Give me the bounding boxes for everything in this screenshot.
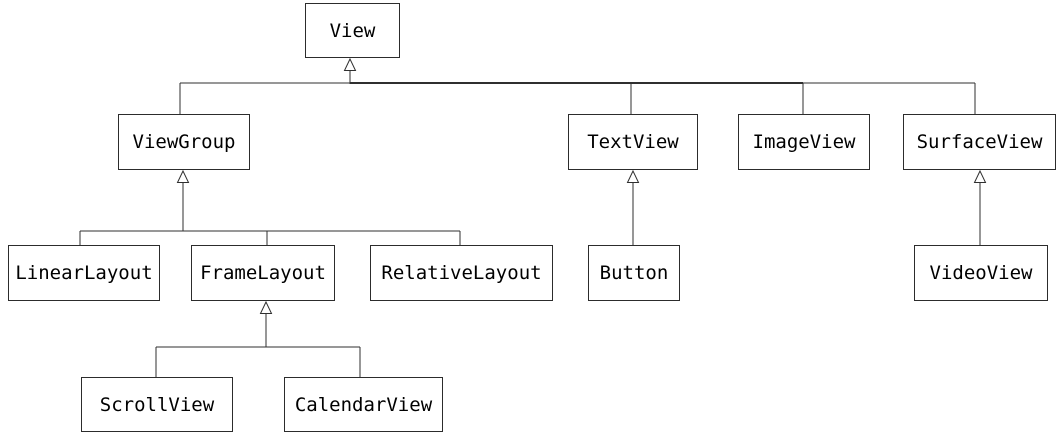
- node-linearlayout-label: LinearLayout: [15, 262, 153, 284]
- node-calendarview: CalendarView: [284, 377, 443, 432]
- node-framelayout-label: FrameLayout: [200, 262, 326, 284]
- node-textview: TextView: [568, 114, 698, 170]
- node-videoview: VideoView: [914, 245, 1048, 301]
- node-viewgroup-label: ViewGroup: [132, 131, 236, 153]
- node-surfaceview-label: SurfaceView: [916, 131, 1043, 153]
- node-framelayout: FrameLayout: [191, 245, 335, 301]
- node-imageview: ImageView: [738, 114, 870, 170]
- node-scrollview: ScrollView: [81, 377, 233, 432]
- node-linearlayout: LinearLayout: [8, 245, 160, 301]
- node-view: View: [305, 3, 400, 58]
- inheritance-arrowhead-viewgroup-icon: [176, 169, 190, 183]
- node-imageview-label: ImageView: [752, 131, 856, 153]
- node-surfaceview: SurfaceView: [903, 114, 1056, 170]
- node-button-label: Button: [599, 262, 669, 284]
- node-textview-label: TextView: [587, 131, 679, 153]
- inheritance-arrowhead-framelayout-icon: [259, 300, 273, 314]
- inheritance-arrowhead-textview-icon: [626, 169, 640, 183]
- node-button: Button: [588, 245, 680, 301]
- inheritance-arrowhead-surfaceview-icon: [973, 169, 987, 183]
- node-viewgroup: ViewGroup: [118, 114, 250, 170]
- node-relativelayout-label: RelativeLayout: [381, 262, 542, 284]
- node-relativelayout: RelativeLayout: [370, 245, 553, 301]
- node-view-label: View: [329, 19, 376, 42]
- inheritance-arrowhead-view-icon: [343, 57, 357, 71]
- node-videoview-label: VideoView: [929, 262, 1033, 284]
- node-calendarview-label: CalendarView: [294, 393, 433, 416]
- node-scrollview-label: ScrollView: [99, 393, 215, 416]
